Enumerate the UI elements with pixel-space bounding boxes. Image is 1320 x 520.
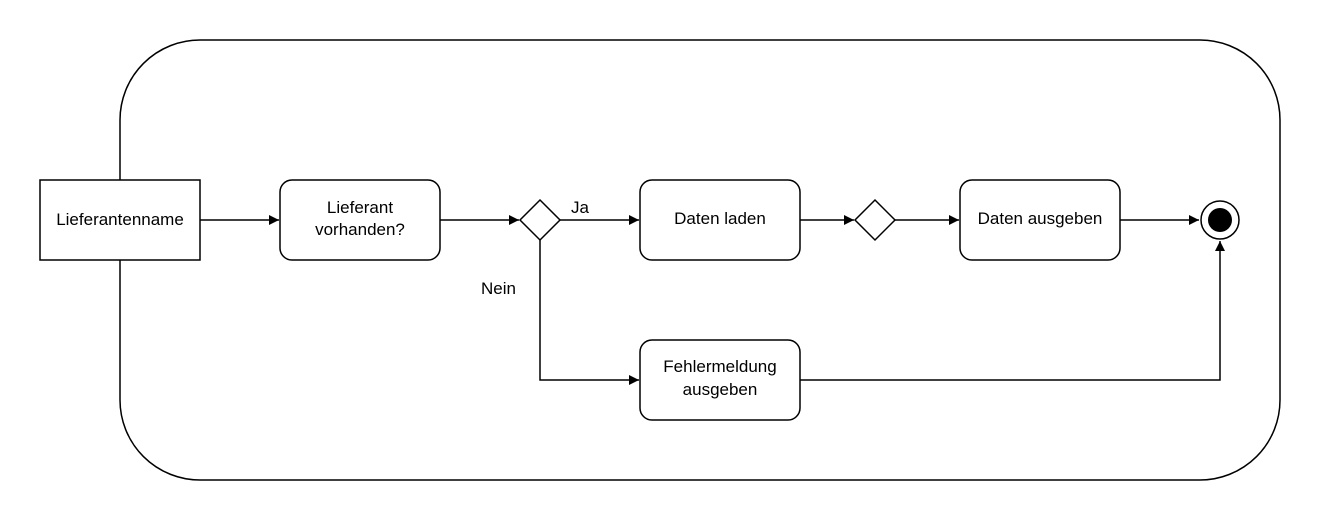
- action-load-data-label: Daten laden: [674, 209, 766, 228]
- guard-no-label: Nein: [481, 279, 516, 298]
- action-check-supplier[interactable]: Lieferant vorhanden?: [279, 179, 441, 261]
- action-error-message-line1: Fehlermeldung: [663, 357, 776, 376]
- input-object-node[interactable]: Lieferantenname: [39, 179, 201, 261]
- activity-final-node[interactable]: [1200, 200, 1240, 240]
- edge-error-to-final: [800, 241, 1225, 381]
- action-check-supplier-line1: Lieferant: [327, 198, 393, 217]
- action-output-data[interactable]: Daten ausgeben: [959, 179, 1121, 261]
- guard-yes-label: Ja: [571, 198, 590, 217]
- action-load-data[interactable]: Daten laden: [639, 179, 801, 261]
- action-error-message-line2: ausgeben: [683, 380, 758, 399]
- input-object-label: Lieferantenname: [56, 210, 184, 229]
- merge-node[interactable]: [853, 198, 897, 242]
- action-error-message[interactable]: Fehlermeldung ausgeben: [639, 339, 801, 421]
- edge-decision-no: [539, 240, 639, 385]
- action-check-supplier-line2: vorhanden?: [315, 220, 405, 239]
- action-output-data-label: Daten ausgeben: [978, 209, 1103, 228]
